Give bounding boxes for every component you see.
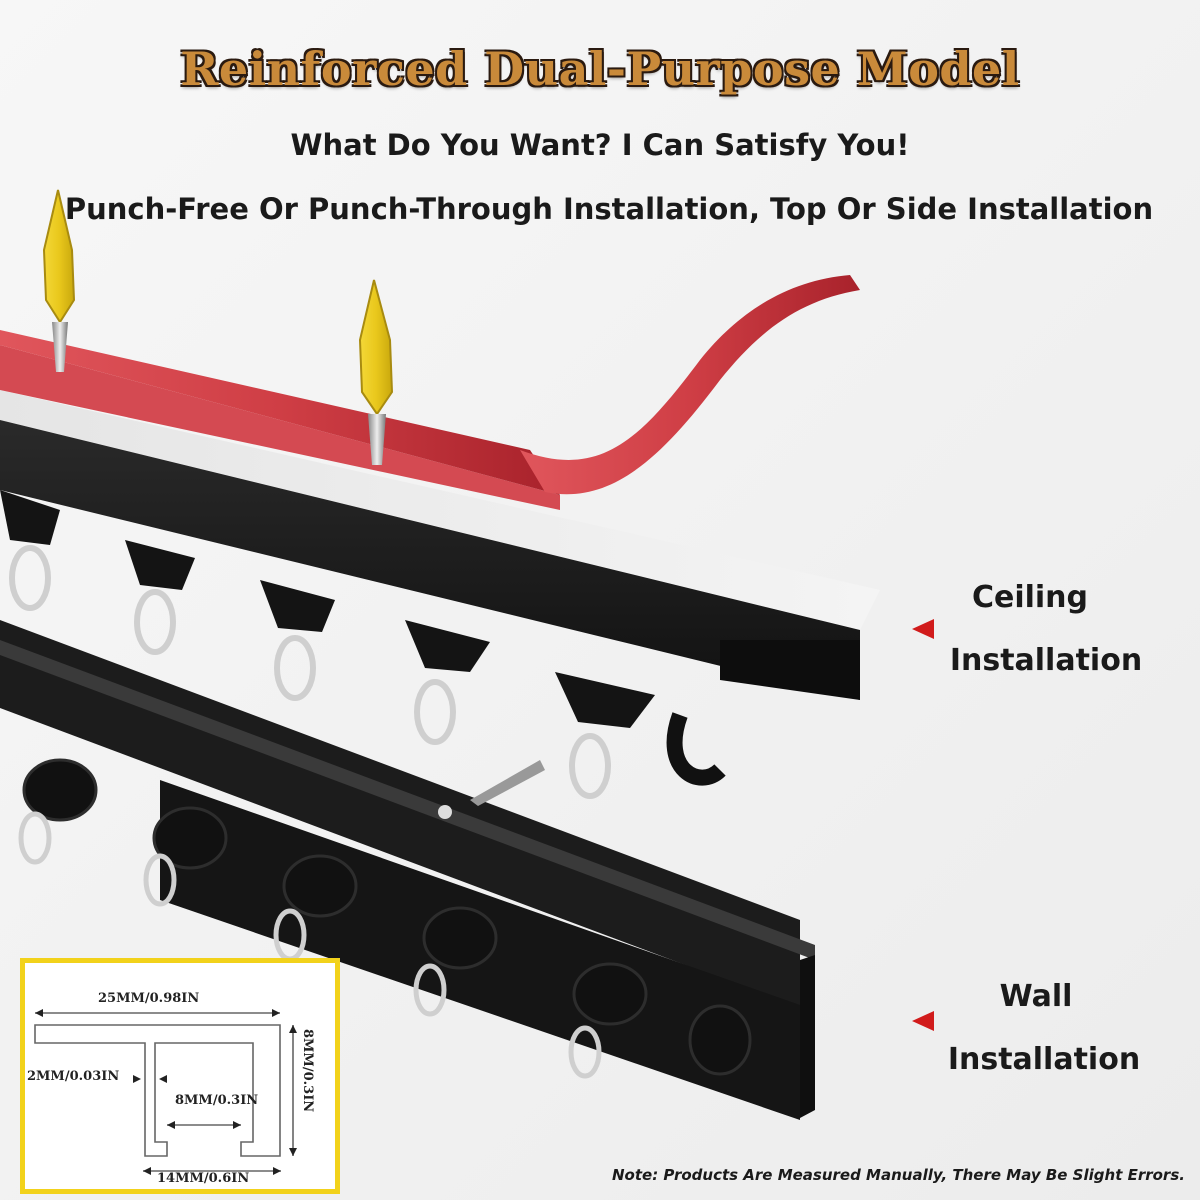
wall-anchor-left bbox=[42, 189, 76, 372]
dimension-wall-thickness: 2MM/0.03IN bbox=[27, 1069, 120, 1084]
installation-subtitle: Punch-Free Or Punch-Through Installation… bbox=[64, 192, 1154, 226]
wall-label-line2: Installation bbox=[947, 1042, 1141, 1077]
dimension-height: 8MM/0.3IN bbox=[300, 1029, 315, 1113]
rail-profile-drawing bbox=[34, 1009, 297, 1175]
wall-rail bbox=[0, 620, 815, 1120]
wall-anchor-right bbox=[358, 279, 394, 465]
ceiling-label-line1: Ceiling bbox=[971, 580, 1089, 615]
wall-pointer-icon bbox=[912, 1011, 934, 1031]
ceiling-rail bbox=[0, 275, 880, 799]
dimension-width-bottom: 14MM/0.6IN bbox=[157, 1171, 250, 1186]
wall-label-line1: Wall bbox=[999, 979, 1073, 1014]
measurement-note: Note: Products Are Measured Manually, Th… bbox=[612, 1166, 1185, 1184]
dimension-slot: 8MM/0.3IN bbox=[175, 1093, 259, 1108]
page-title: Reinforced Dual-Purpose Model bbox=[180, 42, 1020, 96]
ceiling-label-line2: Installation bbox=[949, 643, 1143, 678]
tagline: What Do You Want? I Can Satisfy You! bbox=[290, 128, 910, 162]
dimension-width-top: 25MM/0.98IN bbox=[98, 991, 200, 1006]
ceiling-pointer-icon bbox=[912, 619, 934, 639]
dimension-diagram: 25MM/0.98IN 2MM/0.03IN 8MM/0.3IN 8MM/0.3… bbox=[20, 958, 340, 1194]
